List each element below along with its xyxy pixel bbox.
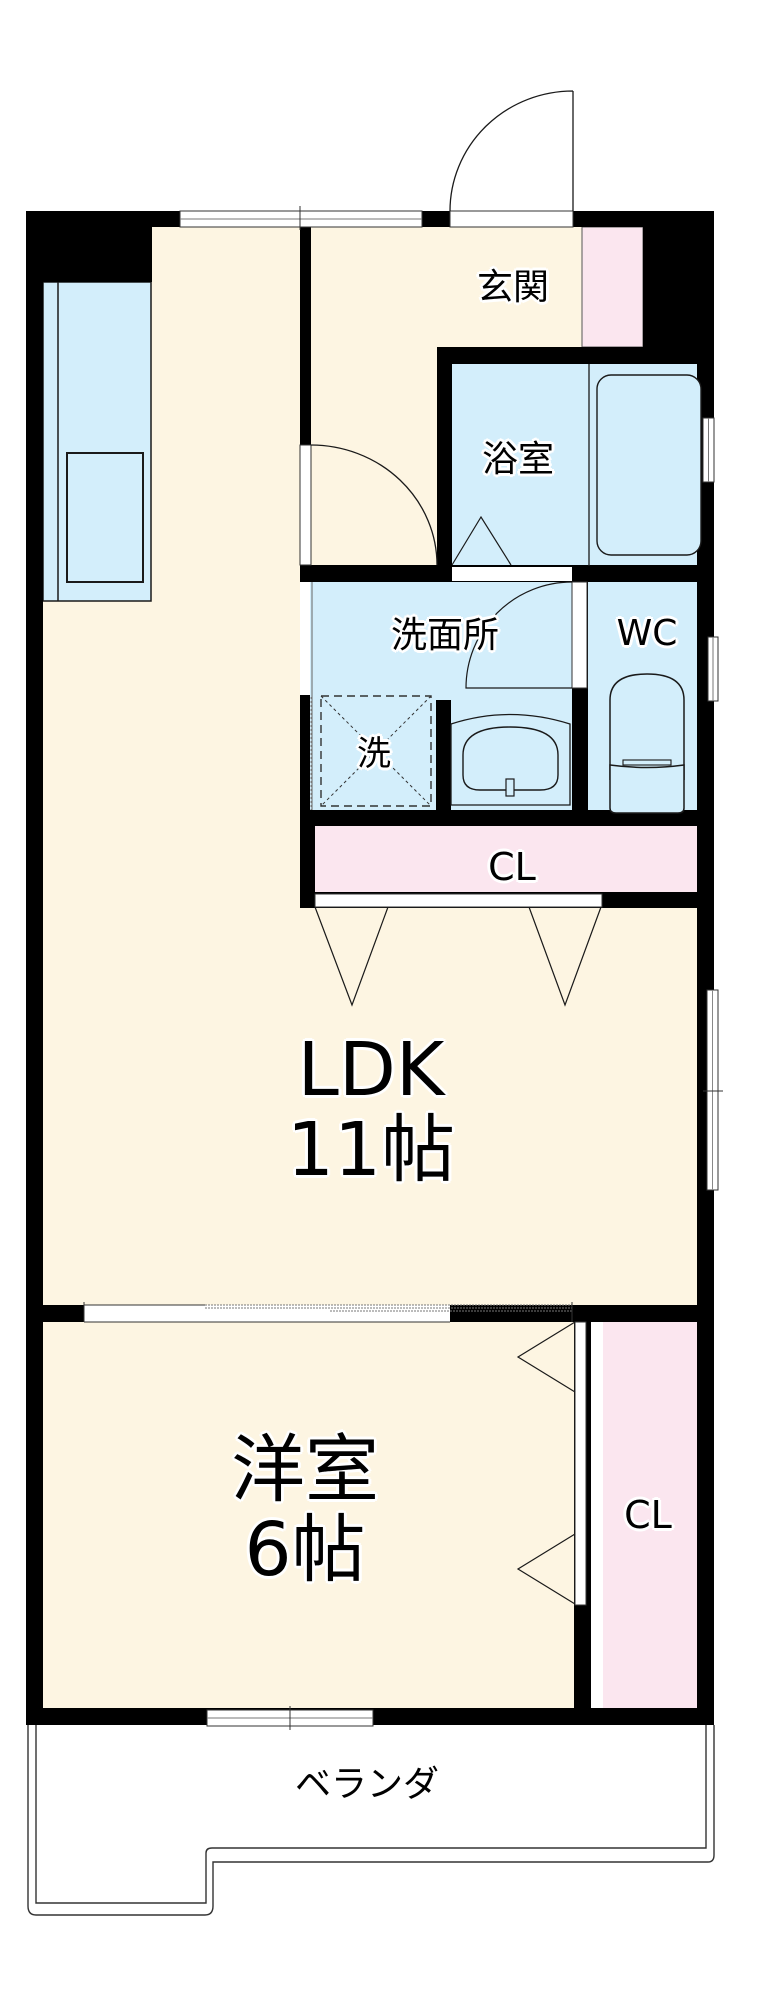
room-label-hall-closet: CL — [488, 845, 536, 889]
washer-space-icon — [320, 695, 432, 807]
western-closet-door-bottom-icon — [516, 1533, 576, 1605]
wall-right — [697, 211, 714, 1725]
wall-left — [26, 211, 43, 1725]
room-label-genkan: 玄関 — [476, 267, 550, 308]
western-closet-floor — [603, 1322, 706, 1712]
western-room-sliding-door — [83, 1302, 573, 1323]
hall-closet-floor — [315, 826, 706, 892]
room-label-washroom: 洗面所 — [390, 615, 500, 656]
genkan-floor — [444, 227, 582, 347]
hall-closet-door-opening — [314, 893, 603, 908]
ldk-size: 11帖 — [286, 1107, 456, 1193]
window-bath — [702, 417, 715, 483]
bathtub-icon — [596, 374, 702, 556]
room-label-western: 洋室 6帖 — [231, 1427, 379, 1593]
room-label-balcony: ベランダ — [294, 1764, 440, 1805]
western-size: 6帖 — [244, 1507, 366, 1593]
shoe-closet — [581, 226, 644, 348]
wall-washroom-left — [300, 695, 310, 825]
wall-bath-left — [437, 347, 452, 582]
bath-door-opening — [452, 567, 572, 581]
window-ldk-right — [703, 989, 723, 1191]
western-closet-door-opening — [574, 1321, 587, 1606]
hall-door-opening — [299, 444, 312, 566]
wall-block-topright — [643, 211, 714, 347]
wall-corridor-bottom — [300, 565, 311, 582]
wall-washer-niche — [436, 700, 451, 826]
window-top — [179, 206, 423, 230]
wall-closet-top — [300, 810, 714, 826]
washroom-left-opening — [300, 582, 310, 695]
room-label-washer: 洗 — [357, 734, 391, 774]
room-label-wc: WC — [616, 613, 678, 654]
window-balcony — [206, 1706, 374, 1730]
washroom-door-frame — [571, 581, 588, 689]
sink-icon — [66, 452, 144, 583]
wall-closet-left — [300, 810, 315, 908]
ldk-name: LDK — [297, 1027, 445, 1114]
wall-bath-top — [437, 347, 714, 364]
wall-hall-left — [300, 227, 311, 445]
balcony-outline — [27, 1725, 715, 1916]
western-name: 洋室 — [231, 1427, 379, 1514]
western-room-floor — [43, 1322, 591, 1712]
western-closet-door-top-icon — [516, 1321, 576, 1393]
bath-door-icon — [451, 515, 512, 566]
entry-door-opening — [449, 210, 574, 228]
washbasin-icon — [450, 713, 571, 806]
hall-closet-door-left-icon — [314, 906, 389, 1007]
toilet-icon — [609, 673, 685, 814]
entry-door-icon — [449, 90, 574, 212]
hall-closet-door-right-icon — [528, 906, 602, 1007]
window-wc — [707, 636, 719, 702]
room-label-ldk: LDK 11帖 — [286, 1027, 456, 1193]
washroom-door-icon — [465, 581, 573, 689]
wall-block-topleft — [26, 211, 152, 282]
room-label-bath: 浴室 — [481, 439, 555, 480]
hall-floor — [310, 227, 444, 565]
hall-door-icon — [310, 444, 438, 566]
room-label-western-closet: CL — [624, 1493, 672, 1537]
